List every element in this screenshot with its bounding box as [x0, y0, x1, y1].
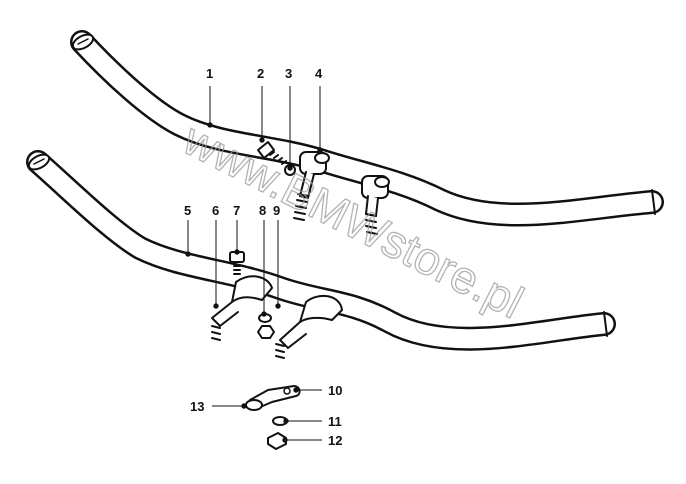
callout-8: 8 [259, 203, 266, 218]
callout-9: 9 [273, 203, 280, 218]
callout-12: 12 [328, 433, 342, 448]
callout-4: 4 [315, 66, 323, 81]
leader-lines [185, 86, 323, 443]
small-parts [245, 385, 301, 450]
callout-10: 10 [328, 383, 342, 398]
callout-5: 5 [184, 203, 191, 218]
callout-6: 6 [212, 203, 219, 218]
callout-1: 1 [206, 66, 213, 81]
callout-13: 13 [190, 399, 204, 414]
callout-3: 3 [285, 66, 292, 81]
callout-11: 11 [328, 414, 342, 429]
lower-handlebar [26, 150, 616, 359]
upper-handlebar [70, 30, 664, 235]
callout-7: 7 [233, 203, 240, 218]
callout-labels: 1 2 3 4 5 6 7 8 9 10 11 12 13 [184, 66, 342, 448]
callout-2: 2 [257, 66, 264, 81]
